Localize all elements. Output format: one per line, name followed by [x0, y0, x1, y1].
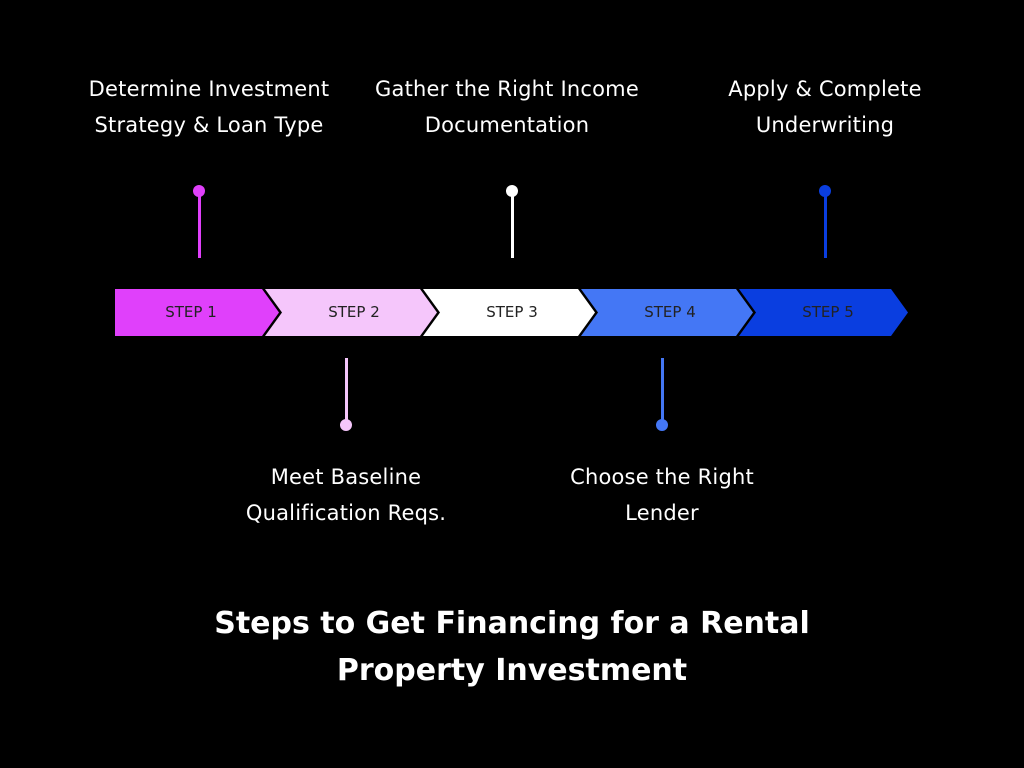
- step-1-description: Determine Investment Strategy & Loan Typ…: [59, 71, 359, 143]
- diagram-title-line2: Property Investment: [336, 653, 688, 688]
- step-2-label: STEP 2: [328, 303, 380, 321]
- step-3-connector-line: [511, 191, 514, 258]
- step-2-chevron: [265, 289, 437, 336]
- step-1-connector-line: [198, 191, 201, 258]
- step-3-chevron: [423, 289, 595, 336]
- step-2-description-line2: Qualification Reqs.: [245, 501, 447, 525]
- step-4-description-line2: Lender: [625, 501, 699, 525]
- diagram-title-line1: Steps to Get Financing for a Rental: [214, 606, 810, 641]
- step-4-connector-line: [661, 358, 664, 425]
- step-5-description: Apply & Complete Underwriting: [675, 71, 975, 143]
- step-5-label: STEP 5: [802, 303, 854, 321]
- step-2-connector-line: [345, 358, 348, 425]
- diagram-title: Steps to Get Financing for a Rental Prop…: [0, 600, 1024, 694]
- step-3-description: Gather the Right Income Documentation: [357, 71, 657, 143]
- step-1-description-line1: Determine Investment: [88, 77, 330, 101]
- step-1-label: STEP 1: [165, 303, 217, 321]
- step-3-description-line2: Documentation: [424, 113, 590, 137]
- step-4-chevron: [581, 289, 753, 336]
- step-4-marker-dot: [656, 419, 668, 431]
- step-2-description: Meet Baseline Qualification Reqs.: [196, 459, 496, 531]
- step-3-description-line1: Gather the Right Income: [375, 77, 639, 101]
- step-4-description-line1: Choose the Right: [570, 465, 754, 489]
- step-5-connector-line: [824, 191, 827, 258]
- step-5-description-line2: Underwriting: [755, 113, 895, 137]
- step-5-chevron: [739, 289, 908, 336]
- step-3-label: STEP 3: [486, 303, 538, 321]
- step-5-description-line1: Apply & Complete: [728, 77, 922, 101]
- step-1-description-line2: Strategy & Loan Type: [94, 113, 324, 137]
- step-4-label: STEP 4: [644, 303, 696, 321]
- step-1-chevron: [115, 289, 279, 336]
- step-2-marker-dot: [340, 419, 352, 431]
- step-2-description-line1: Meet Baseline: [270, 465, 422, 489]
- step-4-description: Choose the Right Lender: [512, 459, 812, 531]
